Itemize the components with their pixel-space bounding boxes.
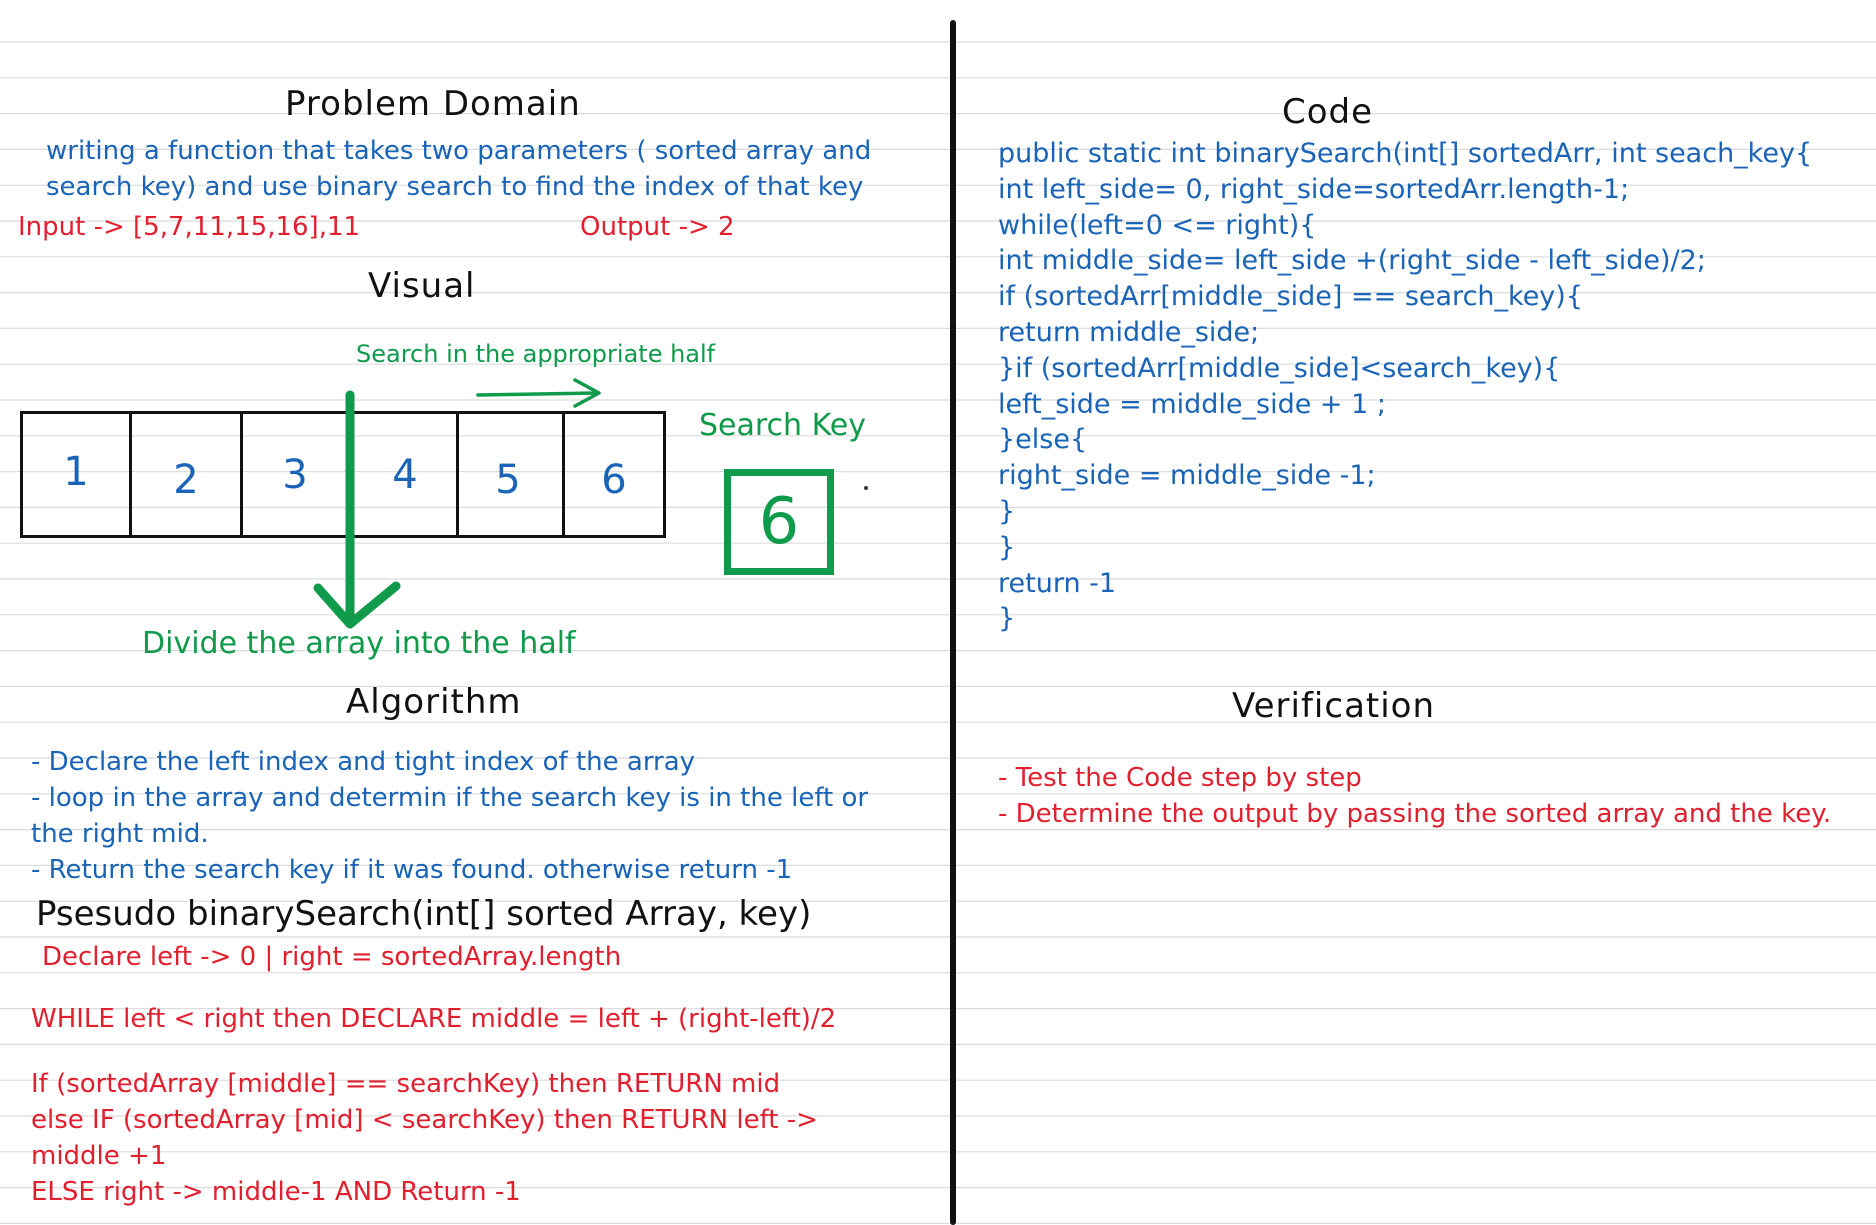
algorithm-title: Algorithm — [346, 682, 522, 722]
array-cell-value: 5 — [495, 457, 521, 503]
pseudo-if-line: else IF (sortedArray [mid] < searchKey) … — [31, 1105, 818, 1135]
divide-down-arrow-icon — [313, 390, 401, 629]
pseudo-if-line: middle +1 — [31, 1141, 167, 1171]
code-line: left_side = middle_side + 1 ; — [998, 388, 1386, 420]
array-divider — [456, 414, 459, 535]
array-cell-value: 3 — [282, 452, 308, 498]
code-line: }else{ — [998, 424, 1088, 456]
problem-domain-title: Problem Domain — [285, 84, 581, 124]
pseudo-if-line: ELSE right -> middle-1 AND Return -1 — [31, 1177, 521, 1207]
pseudo-line-declare: Declare left -> 0 | right = sortedArray.… — [42, 942, 622, 972]
algorithm-line: the right mid. — [31, 819, 209, 849]
problem-description-line-2: search key) and use binary search to fin… — [46, 172, 864, 202]
array-divider — [240, 414, 243, 535]
verification-title: Verification — [1232, 686, 1436, 726]
verification-line: - Test the Code step by step — [998, 763, 1362, 793]
algorithm-list: - Declare the left index and tight index… — [31, 744, 868, 888]
verification-line: - Determine the output by passing the so… — [998, 799, 1832, 829]
array-cell-value: 6 — [601, 457, 627, 503]
code-line: public static int binarySearch(int[] sor… — [998, 138, 1813, 169]
search-key-box: 6 — [724, 469, 834, 575]
array-cell-value: 4 — [392, 452, 418, 498]
code-line: if (sortedArr[middle_side] == search_key… — [998, 281, 1583, 313]
pseudo-if-line: If (sortedArray [middle] == searchKey) t… — [31, 1069, 781, 1099]
code-line: int middle_side= left_side +(right_side … — [998, 245, 1706, 277]
code-line: } — [998, 531, 1016, 563]
center-divider — [950, 20, 956, 1225]
array-divider — [129, 414, 132, 535]
code-line: return middle_side; — [998, 316, 1260, 348]
code-block: public static int binarySearch(int[] sor… — [998, 136, 1812, 637]
pseudo-line-while: WHILE left < right then DECLARE middle =… — [31, 1004, 837, 1034]
code-line: right_side = middle_side -1; — [998, 460, 1376, 492]
code-line: while(left=0 <= right){ — [998, 209, 1317, 241]
divide-label: Divide the array into the half — [142, 626, 576, 661]
arrows-layer — [313, 378, 868, 629]
search-half-label: Search in the appropriate half — [356, 340, 716, 368]
stray-dot — [864, 486, 868, 490]
problem-input: Input -> [5,7,11,15,16],11 — [18, 212, 361, 242]
code-line: }if (sortedArr[middle_side]<search_key){ — [998, 352, 1561, 384]
code-title: Code — [1282, 92, 1374, 132]
code-line: int left_side= 0, right_side=sortedArr.l… — [998, 173, 1630, 205]
search-key-label: Search Key — [699, 408, 866, 443]
algorithm-line: - loop in the array and determin if the … — [31, 783, 869, 813]
problem-description-line-1: writing a function that takes two parame… — [46, 136, 872, 166]
visual-title: Visual — [368, 266, 476, 306]
search-key-value: 6 — [758, 485, 800, 559]
code-line: } — [998, 603, 1016, 635]
pseudo-title: Psesudo binarySearch(int[] sorted Array,… — [36, 894, 812, 934]
problem-output: Output -> 2 — [580, 212, 735, 242]
array-divider — [562, 414, 565, 535]
algorithm-line: - Return the search key if it was found.… — [31, 855, 793, 885]
array-cell-value: 2 — [173, 457, 199, 503]
code-line: return -1 — [998, 567, 1117, 599]
pseudo-if-block: If (sortedArray [middle] == searchKey) t… — [31, 1066, 818, 1210]
search-half-arrow-icon — [476, 378, 601, 408]
code-line: } — [998, 495, 1016, 527]
verification-list: - Test the Code step by step - Determine… — [998, 760, 1831, 832]
array-cell-value: 1 — [63, 449, 89, 495]
algorithm-line: - Declare the left index and tight index… — [31, 747, 696, 777]
